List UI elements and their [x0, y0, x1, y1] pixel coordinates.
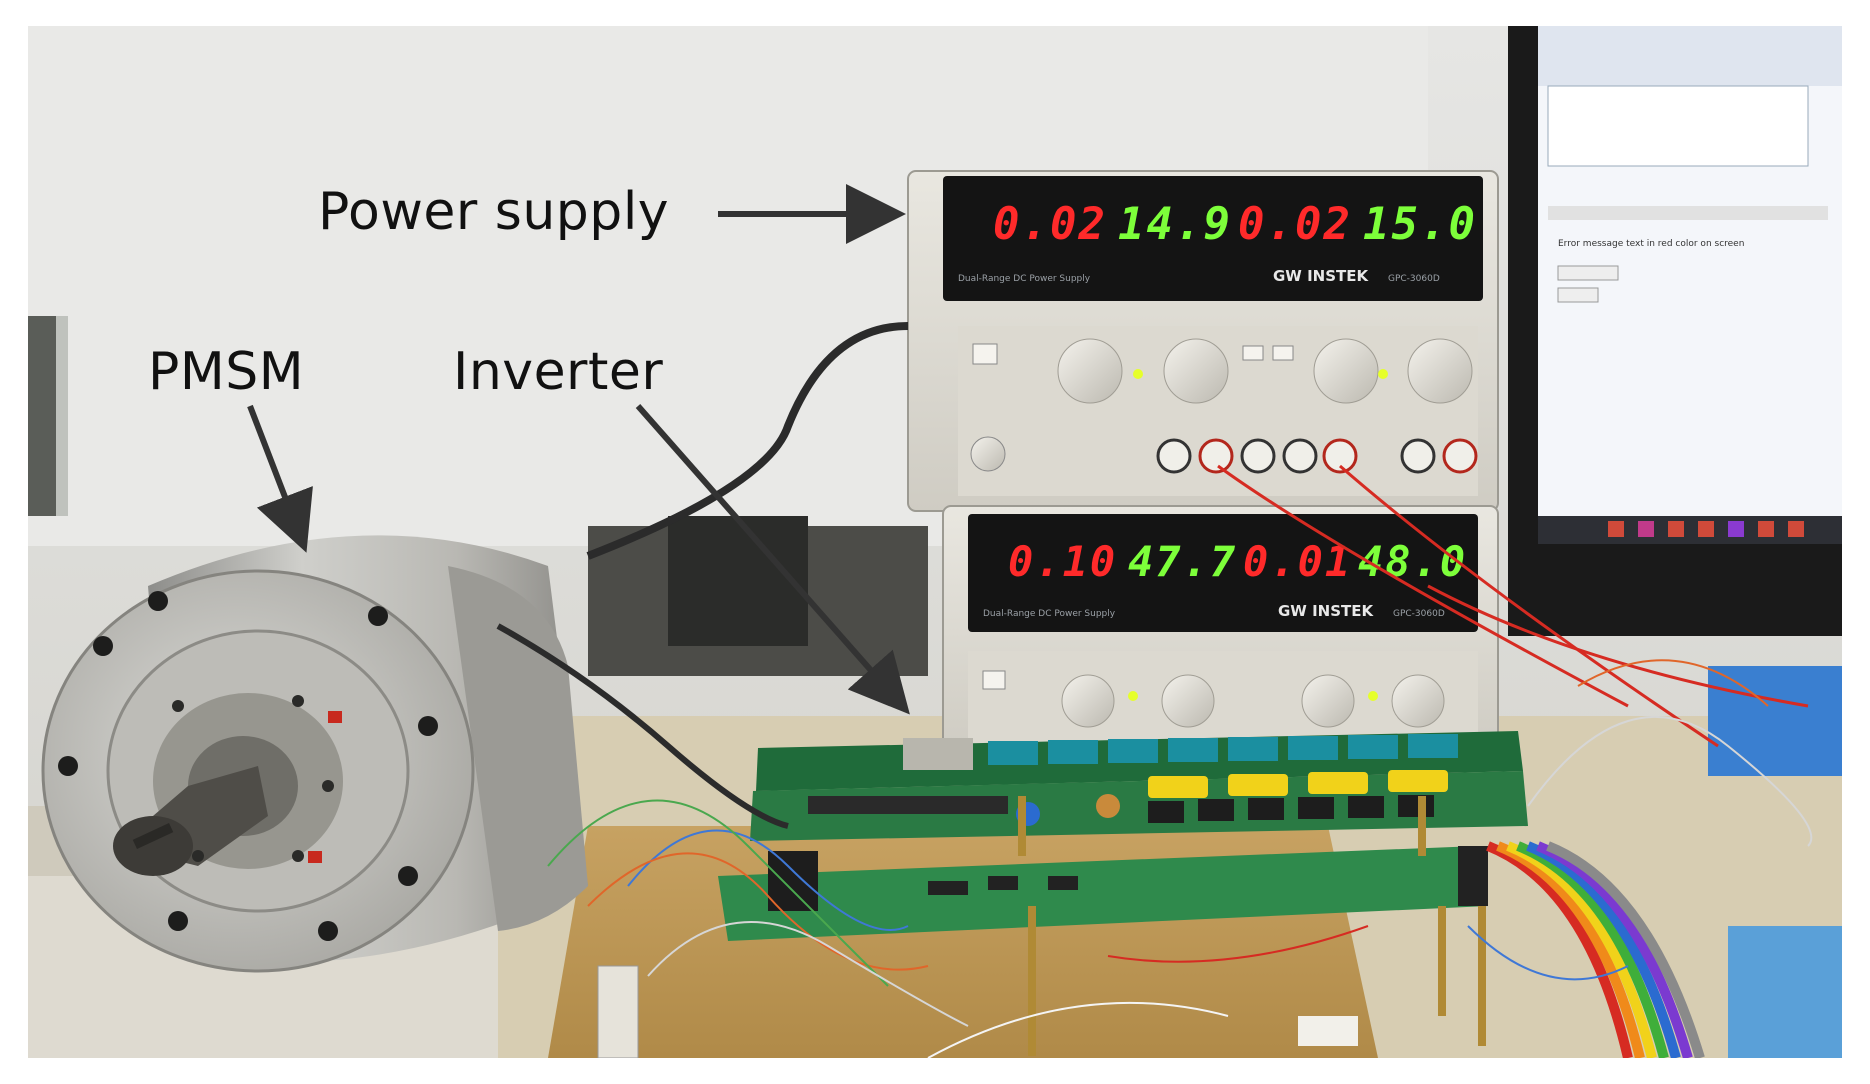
upper-brand: GW INSTEK [1273, 267, 1369, 285]
lab-photo: Error message text in red color on scree… [28, 26, 1842, 1058]
monitor: Error message text in red color on scree… [1508, 26, 1842, 636]
upper-model: GPC-3060D [1388, 274, 1440, 284]
lower-current-display-1: 0.10 [1008, 537, 1117, 586]
lab-scene: Error message text in red color on scree… [28, 26, 1842, 1058]
inverter-label: Inverter [453, 342, 664, 402]
lower-voltage-display-1: 47.7 [1128, 537, 1237, 586]
upper-voltage-display-2: 15.0 [1363, 199, 1477, 250]
upper-current-display-1: 0.02 [993, 199, 1107, 250]
lower-subtitle: Dual-Range DC Power Supply [983, 609, 1116, 619]
upper-current-display-2: 0.02 [1238, 199, 1352, 250]
lower-power-supply: 0.10 47.7 0.01 48.0 Dual-Range DC Power … [942, 505, 1499, 752]
lower-brand: GW INSTEK [1278, 602, 1374, 620]
upper-power-supply: 0.02 14.9 0.02 15.0 Dual-Range DC Power … [907, 170, 1499, 512]
upper-voltage-display-1: 14.9 [1118, 199, 1232, 250]
ribbon-cable [1486, 841, 1705, 1058]
lower-current-display-2: 0.01 [1243, 537, 1352, 586]
inverter-boards [718, 731, 1528, 1056]
pmsm-motor [41, 535, 588, 973]
wires [496, 623, 1813, 1058]
pmsm-label: PMSM [148, 342, 305, 402]
upper-subtitle: Dual-Range DC Power Supply [958, 274, 1091, 284]
svg-text:Error message text in red colo: Error message text in red color on scree… [1558, 239, 1744, 249]
power-supply-label: Power supply [318, 182, 670, 242]
lower-voltage-display-2: 48.0 [1358, 537, 1467, 586]
lower-model: GPC-3060D [1393, 609, 1445, 619]
